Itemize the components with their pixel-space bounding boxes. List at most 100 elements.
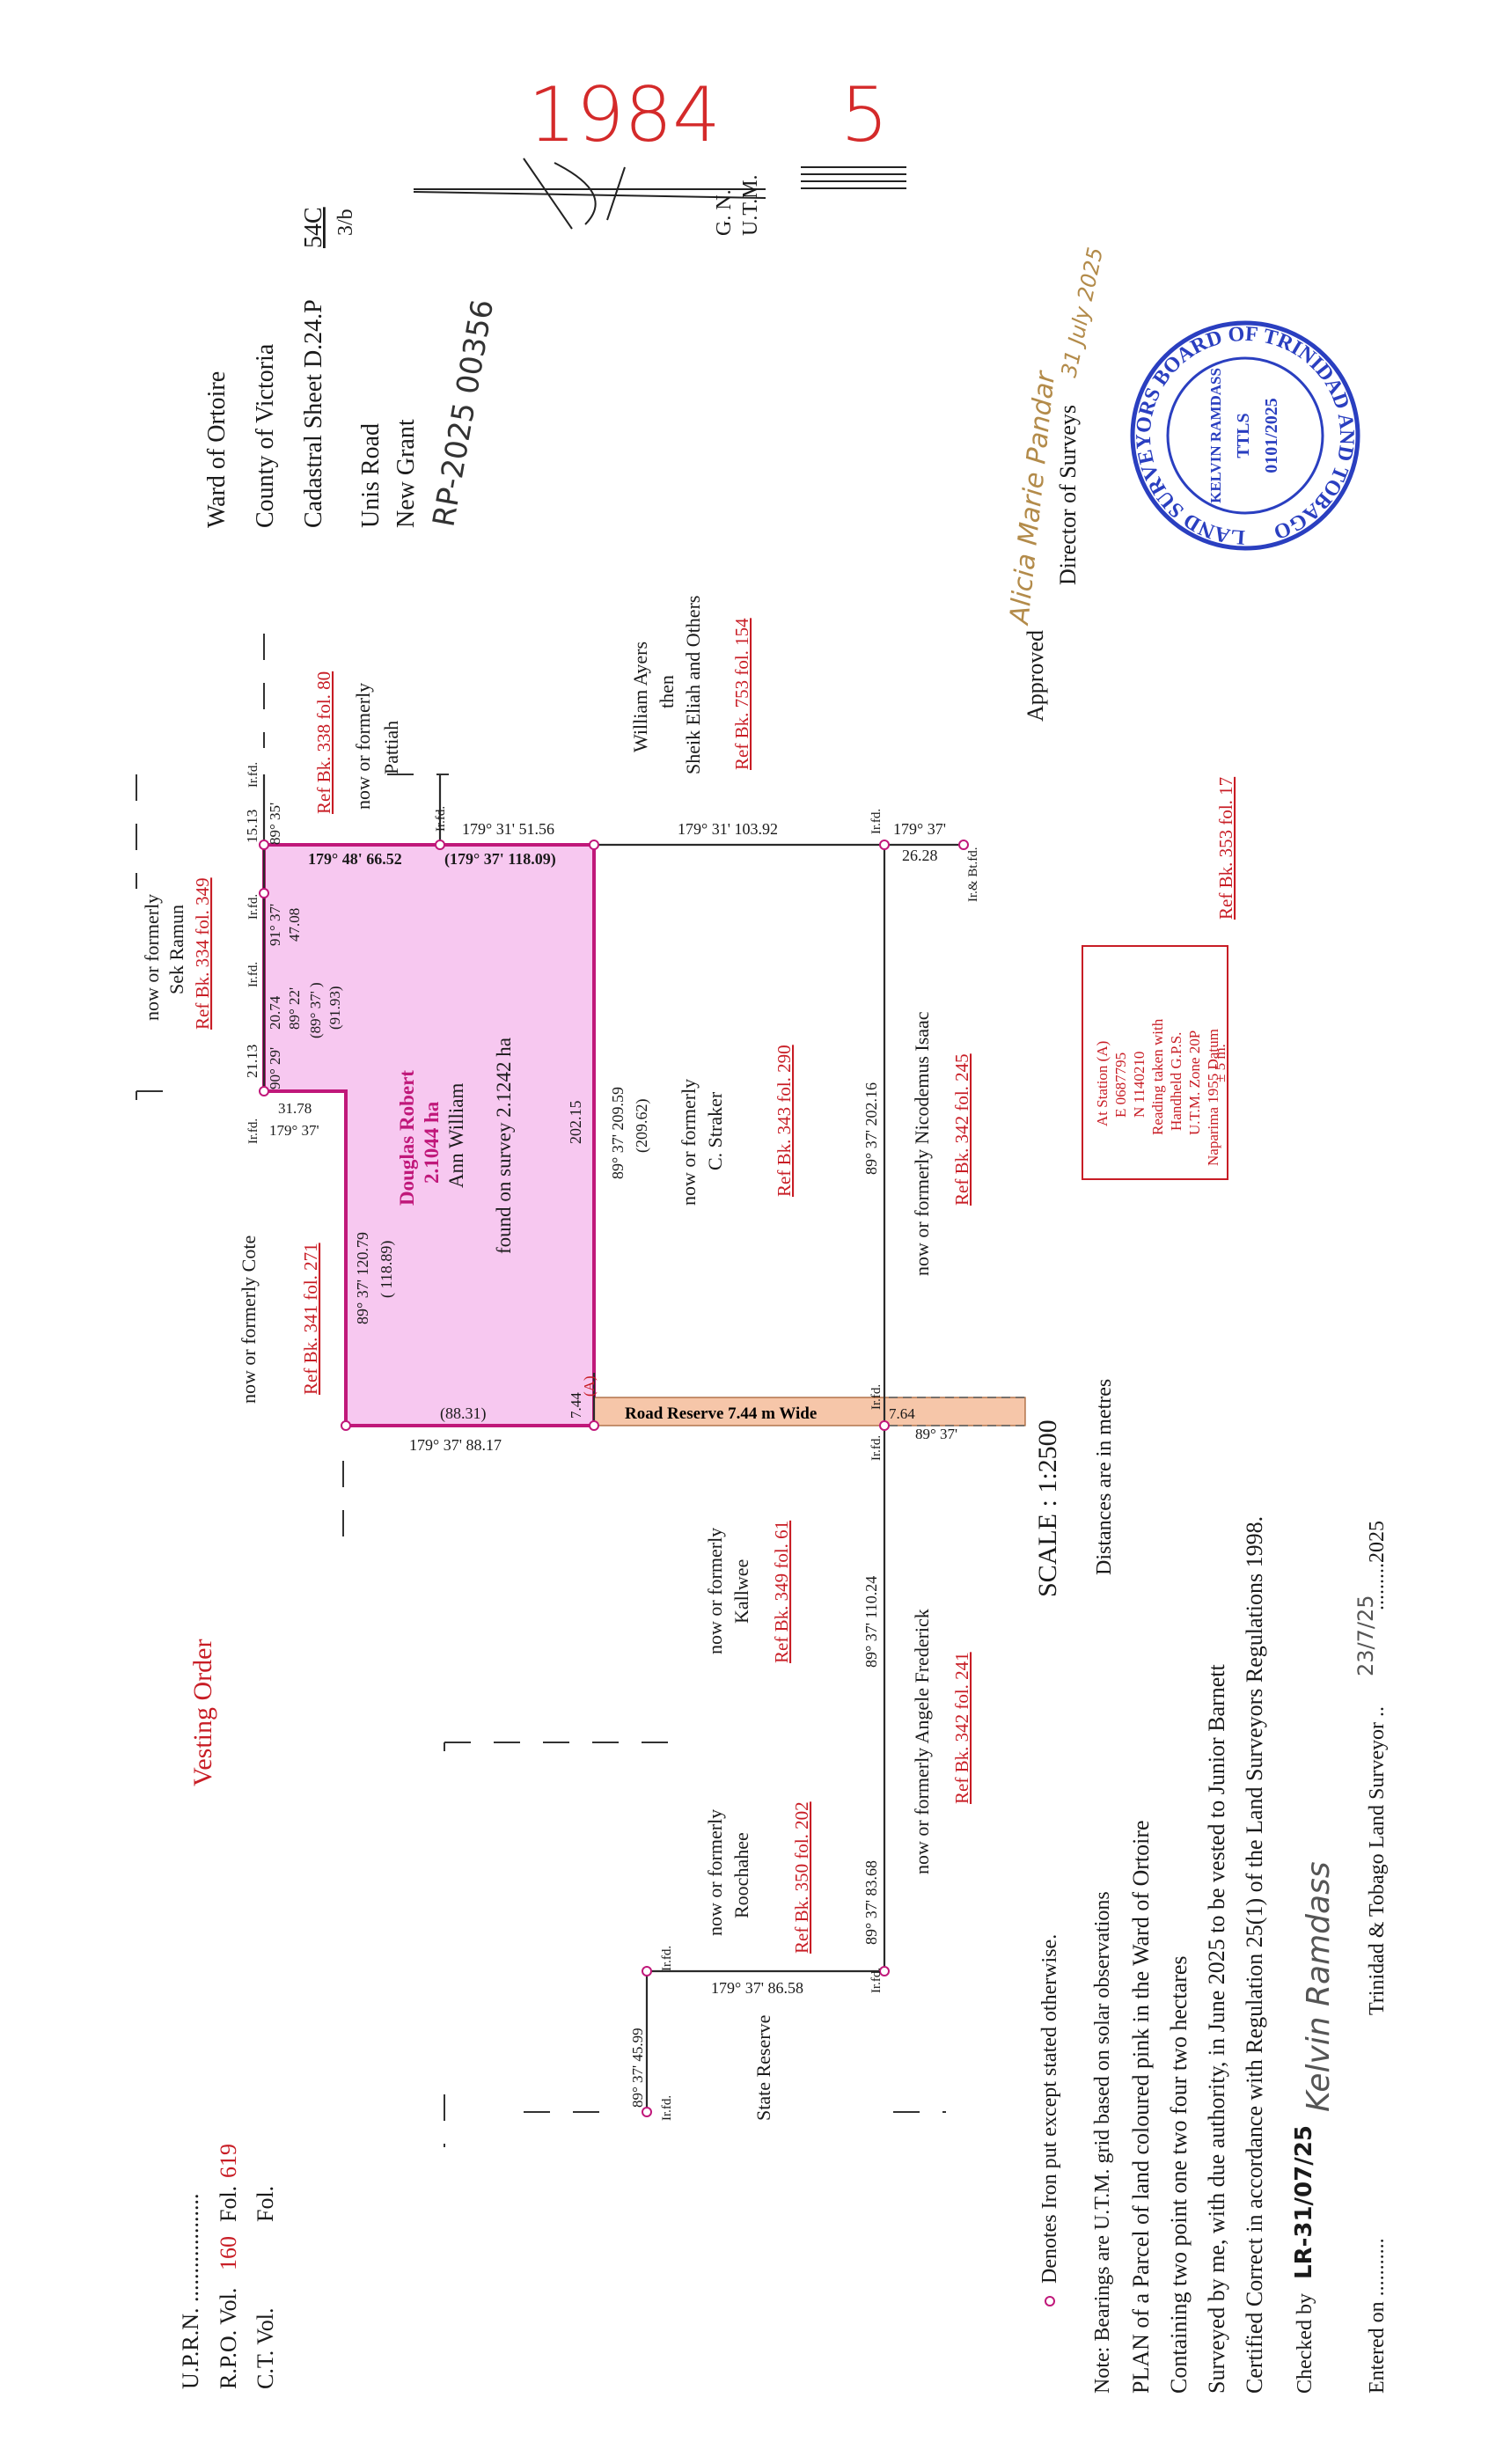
frederick-label: now or formerly Angele Frederick <box>911 1609 933 1874</box>
svg-text:Ir.fd.: Ir.fd. <box>246 894 260 920</box>
pattiah-1: now or formerly <box>352 683 374 810</box>
svg-text:Ir.fd.: Ir.fd. <box>869 809 884 834</box>
certified-text: Certified Correct in accordance with Reg… <box>1242 1516 1267 2394</box>
straker-ref: Ref Bk. 343 fol. 290 <box>774 1045 795 1197</box>
b-110-24: 89° 37' 110.24 <box>862 1576 880 1668</box>
station-box: At Station (A) E 0687795 N 1140210 Readi… <box>1082 945 1228 1180</box>
b-east: 89° 37' 202.16 <box>862 1082 880 1175</box>
ayers-1: William Ayers <box>629 642 651 752</box>
kallwee-2: Kallwee <box>730 1559 752 1624</box>
b-45-99: 89° 37' 45.99 <box>629 2028 646 2108</box>
dashed-boundaries <box>136 634 946 2147</box>
stamp-ttls: TTLS <box>1234 413 1253 458</box>
ayers-ref: Ref Bk. 753 fol. 154 <box>731 618 752 770</box>
b-90-29: 90° 29' <box>267 1047 283 1089</box>
station-line-6: U.T.M. Zone 20P <box>1186 1030 1203 1135</box>
frederick-ref: Ref Bk. 342 fol. 241 <box>951 1652 972 1804</box>
b-mid-paren: (209.62) <box>633 1099 651 1154</box>
checked-date: LR-31/07/25 <box>1291 2125 1317 2279</box>
rpo-fol-label: Fol. <box>216 2186 241 2222</box>
b-bottom: 179° 37' 88.17 <box>409 1436 502 1454</box>
b-15-13: 15.13 <box>244 810 260 843</box>
b-top-right: (179° 37' 118.09) <box>444 850 556 869</box>
cadastral-label: Cadastral Sheet D.24.P <box>300 299 327 528</box>
plan-number: 1984 <box>528 71 721 159</box>
b-21-13: 21.13 <box>244 1045 260 1078</box>
b-top-b: 179° 31' 103.92 <box>678 820 778 838</box>
ct-fol: Fol. <box>253 2186 278 2222</box>
parcel-found-area: found on survey 2.1242 ha <box>493 1038 515 1254</box>
b-7-44: 7.44 <box>568 1392 584 1419</box>
straker-2: C. Straker <box>704 1091 726 1170</box>
b-89-22: 89° 22' <box>286 987 303 1030</box>
boundary-lines <box>262 774 964 2112</box>
cote-label: now or formerly Cote <box>238 1236 260 1404</box>
cadastral-num: 54C <box>300 207 327 248</box>
containing-text: Containing two point one two four two he… <box>1166 1955 1192 2394</box>
rpo-fol: 619 <box>216 2144 241 2178</box>
road-label: Unis Road <box>357 423 385 528</box>
svg-text:Ir.fd.: Ir.fd. <box>660 1946 674 1971</box>
b-7-64: 7.64 <box>889 1405 915 1422</box>
iron-found-labels: Ir.fd. Ir.fd. Ir.fd. Ir.fd. Ir.fd. Ir.fd… <box>246 762 980 2121</box>
b-89-35: 89° 35' <box>267 803 283 845</box>
ayers-3: Sheik Eliah and Others <box>682 596 704 774</box>
checked-label: Checked by <box>1294 2293 1316 2394</box>
rpo-vol: 160 <box>216 2236 241 2270</box>
entered-label: Entered on ........... <box>1366 2238 1389 2394</box>
plan-text: PLAN of a Parcel of land coloured pink i… <box>1128 1820 1154 2394</box>
b-station: (A) <box>581 1375 598 1397</box>
station-line-3: N 1140210 <box>1131 1052 1148 1118</box>
scale-label: SCALE : 1:2500 <box>1033 1419 1062 1597</box>
svg-text:Ir.fd.: Ir.fd. <box>660 2095 674 2121</box>
parcel-prior-owner: Ann William <box>445 1082 467 1188</box>
roochahee-ref: Ref Bk. 350 fol. 202 <box>791 1801 812 1954</box>
surveyor-stamp: LAND SURVEYORS BOARD OF TRINIDAD AND TOB… <box>1130 320 1360 551</box>
roochahee-1: now or formerly <box>704 1809 726 1936</box>
svg-text:Ir.fd.: Ir.fd. <box>434 806 448 832</box>
b-top-c: 179° 37' <box>893 820 946 838</box>
isaac-label: now or formerly Nicodemus Isaac <box>911 1011 933 1276</box>
station-line-8: ± 5 m. <box>1212 1044 1228 1082</box>
b-47-08: 47.08 <box>286 908 303 942</box>
road-reserve-label: Road Reserve 7.44 m Wide <box>625 1404 817 1423</box>
surveyor-signature: Kelvin Ramdass <box>1301 1861 1337 2112</box>
pattiah-2: Pattiah <box>380 721 402 774</box>
plan-suffix: 5 <box>840 71 889 159</box>
surveyor-date: 23/7/25 <box>1353 1595 1378 1676</box>
station-line-1: At Station (A) <box>1094 1041 1111 1126</box>
sek-ramun-1: now or formerly <box>141 894 163 1021</box>
parcel-area: 2.1044 ha <box>421 1101 443 1184</box>
svg-text:Ir.fd.: Ir.fd. <box>246 762 260 788</box>
b-91-93: (91.93) <box>326 986 343 1030</box>
b-86-58: 179° 37' 86.58 <box>711 1979 803 1997</box>
uprn: U.P.R.N. ................... <box>178 2194 203 2389</box>
stamp-name: KELVIN RAMDASS <box>1207 368 1224 503</box>
ward-label: Ward of Ortoire <box>203 371 231 528</box>
road-reserve: Road Reserve 7.44 m Wide <box>593 1397 1026 1426</box>
cote-ref: Ref Bk. 341 fol. 271 <box>300 1243 321 1395</box>
parcel-owner: Douglas Robert <box>396 1070 418 1206</box>
b-83-68: 89° 37' 83.68 <box>862 1860 880 1945</box>
svg-text:Ir.fd.: Ir.fd. <box>246 1118 260 1144</box>
b-top-c2: 26.28 <box>902 847 938 864</box>
svg-text:Ir.fd.: Ir.fd. <box>869 1435 884 1461</box>
ayers-2: then <box>656 675 678 708</box>
kallwee-ref: Ref Bk. 349 fol. 61 <box>771 1521 792 1663</box>
b-west: 89° 37' 120.79 <box>354 1232 371 1324</box>
pattiah-ref: Ref Bk. 338 fol. 80 <box>313 671 334 814</box>
b-top-a: 179° 31' 51.56 <box>462 820 554 838</box>
note-text: Note: Bearings are U.T.M. grid based on … <box>1091 1891 1114 2394</box>
ct-vol: C.T. Vol. <box>253 2308 278 2389</box>
b-20-74: 20.74 <box>267 995 283 1030</box>
iron-legend-icon <box>1045 2296 1055 2306</box>
north-gn-label: G. N. <box>713 189 736 236</box>
b-91-37: 91° 37' <box>267 904 283 946</box>
surveyed-text: Surveyed by me, with due authority, in J… <box>1204 1663 1229 2394</box>
rotated-annotations: 1984 5 G. N. U.T.M. Ward of Ortoire Coun… <box>141 71 1389 2394</box>
surveyor-line: Trinidad & Tobago Land Surveyor .. <box>1366 1706 1389 2015</box>
stamp-number: 0101/2025 <box>1262 398 1281 473</box>
cadastral-den: 3/b <box>334 209 357 236</box>
station-line-4: Reading taken with <box>1149 1018 1166 1135</box>
